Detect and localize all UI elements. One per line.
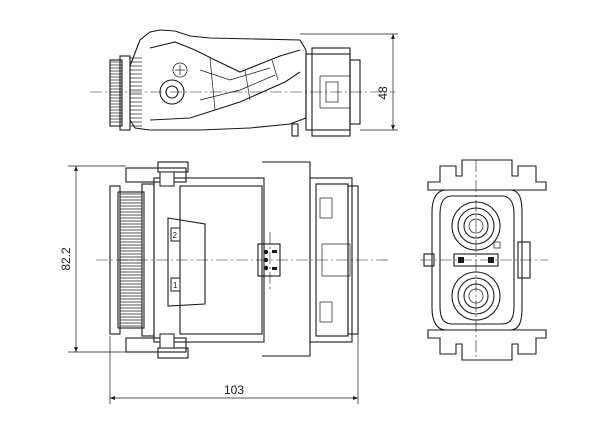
contact-lower	[451, 271, 501, 321]
top-body	[129, 29, 307, 131]
dim-height-side: 48	[376, 86, 390, 100]
dim-height-front: 82.2	[59, 247, 73, 271]
end-housing	[431, 189, 523, 331]
front-right-nut	[309, 177, 359, 343]
lock-window	[257, 243, 281, 277]
front-view: 2 1 82.2 103	[59, 161, 390, 404]
pin-2-box	[170, 227, 181, 242]
side-latch-left	[423, 253, 435, 267]
top-knurled-ring	[109, 55, 131, 131]
pin-2-label: 2	[173, 231, 178, 240]
pin-1-box	[170, 277, 181, 292]
side-latch-right	[517, 241, 531, 279]
lock-indicator-icon	[172, 62, 188, 78]
contact-upper	[451, 201, 501, 251]
top-right-nut	[305, 47, 361, 137]
end-view	[420, 159, 548, 361]
pin-1-label: 1	[173, 281, 178, 290]
top-view: 48	[90, 29, 398, 137]
latch-pin	[291, 123, 299, 137]
lever-hub	[159, 79, 185, 105]
dim-width-front: 103	[224, 383, 244, 397]
